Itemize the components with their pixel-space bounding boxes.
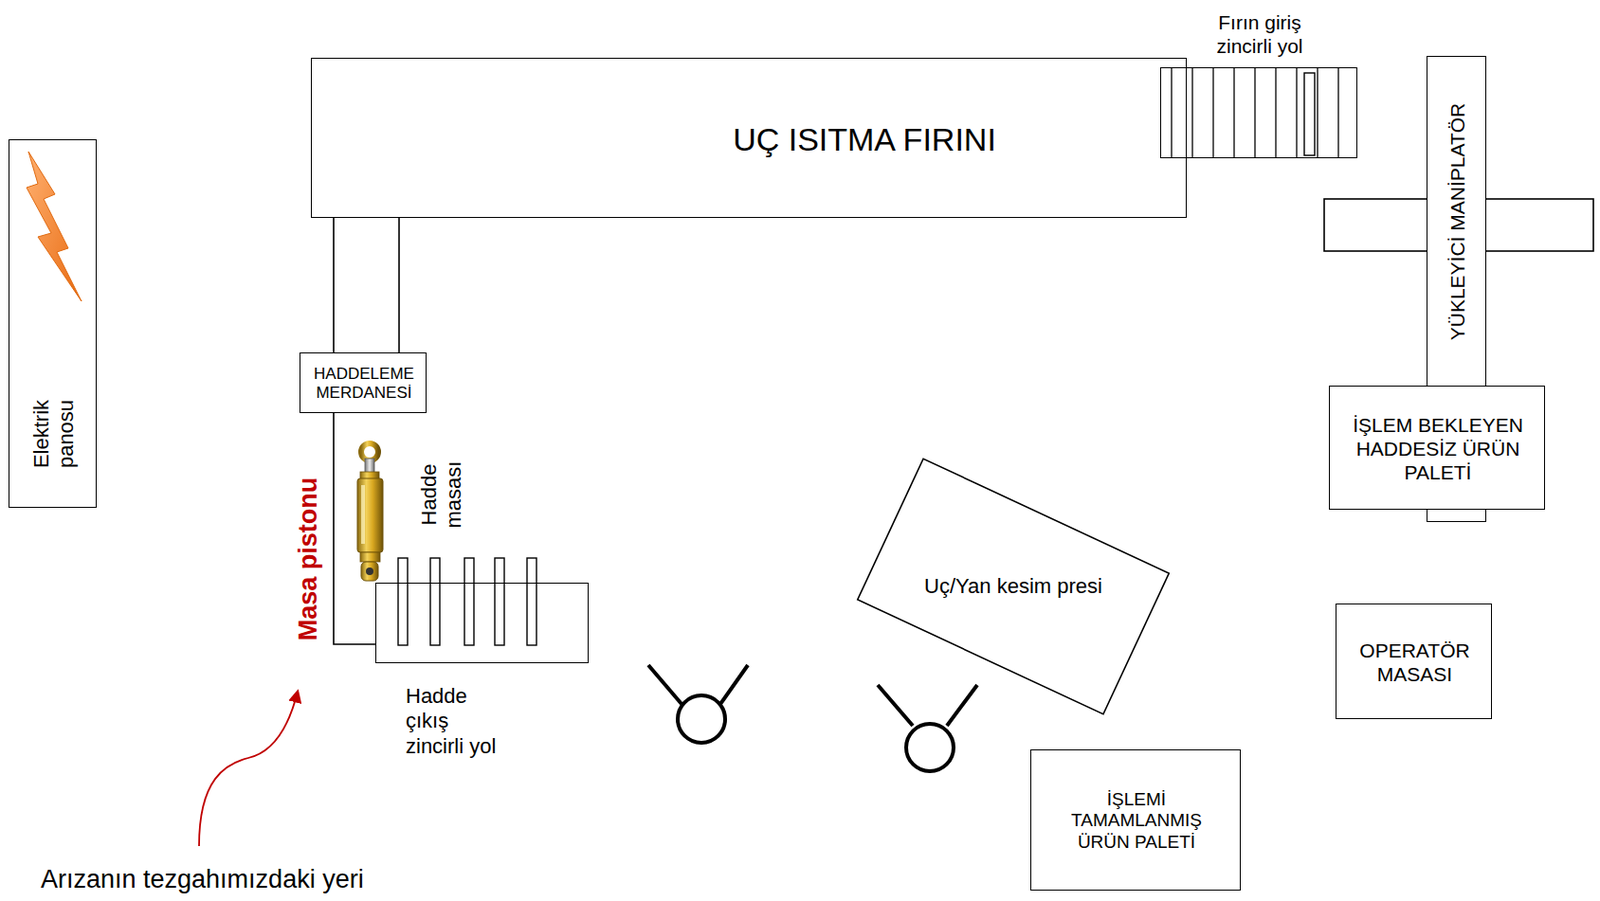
conveyor-roller: [464, 558, 474, 646]
conveyor-slat: [1295, 67, 1297, 159]
callout-arrow: [199, 691, 298, 847]
conveyor-slat: [1191, 67, 1193, 159]
node-label: İŞLEM BEKLEYEN HADDESİZ ÜRÜN PALETİ: [1343, 413, 1533, 486]
conveyor-slat: [1212, 67, 1214, 159]
node-label: Hadde çıkış zincirli yol: [405, 684, 501, 760]
pallet-box: İŞLEMİ TAMAMLANMIŞ ÜRÜN PALETİ: [1030, 749, 1241, 891]
node-label: HADDELEME MERDANESİ: [302, 364, 426, 404]
node-label: Uç/Yan kesim presi: [899, 574, 1128, 600]
conveyor-slats: [1171, 67, 1339, 159]
conveyor-roller: [430, 558, 440, 646]
node-label: OPERATÖR MASASI: [1344, 638, 1487, 687]
node-label: Fırın giriş zincirli yol: [1188, 10, 1331, 58]
hydraulic-piston: [357, 443, 383, 582]
node-label: Elektrik panosu: [28, 386, 79, 482]
conveyor-slat: [1233, 67, 1235, 159]
node-label: YÜKLEYİCİ MANİPLATÖR: [1445, 65, 1470, 379]
conveyor-slat: [1316, 67, 1318, 159]
table-rail: [398, 218, 400, 353]
lightning-icon: [26, 151, 82, 302]
conveyor-box: Hadde çıkış zincirli yol: [375, 582, 589, 664]
furnace-box: UÇ ISITMA FIRINI: [310, 57, 1187, 219]
roller-box: HADDELEME MERDANESİ: [299, 352, 427, 414]
fault-label: Masa pistonu: [292, 464, 324, 655]
conveyor-rollers: [398, 558, 537, 646]
robot-symbol: [648, 665, 748, 744]
node-label: İŞLEMİ TAMAMLANMIŞ ÜRÜN PALETİ: [1065, 788, 1208, 854]
conveyor-slat: [1337, 67, 1339, 159]
note-label: Arızanın tezgahımızdaki yeri: [40, 864, 458, 895]
conveyor-roller: [494, 558, 505, 646]
operator-desk: OPERATÖR MASASI: [1335, 603, 1492, 720]
part-label: Hadde masası: [417, 456, 468, 533]
robot-symbol: [877, 685, 978, 772]
electric-panel: Elektrik panosu: [8, 139, 97, 509]
conveyor-slat: [1254, 67, 1255, 159]
pallet-box: İŞLEM BEKLEYEN HADDESİZ ÜRÜN PALETİ: [1328, 385, 1546, 510]
node-label: UÇ ISITMA FIRINI: [580, 119, 1149, 159]
press-outline: [857, 458, 1170, 715]
conveyor-roller: [527, 558, 537, 646]
conveyor-slat: [1274, 67, 1276, 159]
conveyor-roller: [398, 558, 408, 646]
press-box: Uç/Yan kesim presi: [877, 509, 1149, 665]
conveyor-marker: [1304, 72, 1315, 156]
conveyor-slat: [1170, 67, 1172, 159]
conveyor-box: Fırın giriş zincirli yol: [1160, 67, 1358, 159]
